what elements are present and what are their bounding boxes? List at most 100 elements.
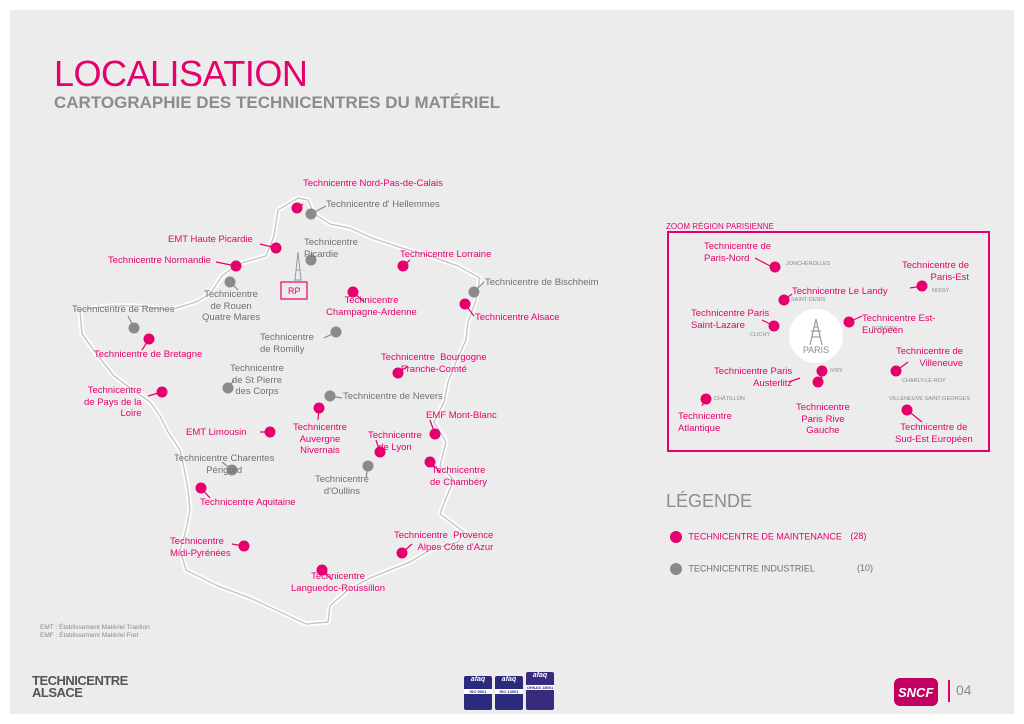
logo-line2: ALSACE <box>32 685 83 700</box>
pin-industrial[interactable] <box>226 464 238 476</box>
pin-maintenance[interactable] <box>291 202 303 214</box>
pin-maintenance[interactable] <box>156 386 168 398</box>
map-label-bretagne: Technicentre de Bretagne <box>94 349 203 360</box>
pin-industrial[interactable] <box>362 460 374 472</box>
legend-industrial-count: (10) <box>857 563 874 574</box>
badge-subtext: ISO 14001 <box>495 689 523 694</box>
pin-industrial[interactable] <box>128 322 140 334</box>
pin-maintenance[interactable] <box>812 376 824 388</box>
rp-label: RP <box>288 286 301 296</box>
sncf-logo: SNCF <box>894 678 938 706</box>
eiffel-tower-icon <box>294 251 302 281</box>
map-label-provence: Technicentre Provence Alpes Côte d'Azur <box>394 530 494 553</box>
map-label-nevers: Technicentre de Nevers <box>343 391 443 402</box>
page-number: 04 <box>956 682 972 698</box>
map-label-normandie: Technicentre Normandie <box>108 255 211 266</box>
rp-box <box>280 281 308 300</box>
zoom-paris-box <box>667 231 990 452</box>
pin-industrial[interactable] <box>330 326 342 338</box>
map-label-nord-pas-de-calais: Technicentre Nord-Pas-de-Calais <box>303 178 443 189</box>
pin-maintenance[interactable] <box>316 564 328 576</box>
pin-maintenance[interactable] <box>700 393 712 405</box>
legend-maintenance-label: TECHNICENTRE DE MAINTENANCE <box>688 531 842 542</box>
place-villeneuve-st-georges: VILLENEUVE SAINT-GEORGES <box>889 396 970 402</box>
afaq-badge-2: afaq ISO 14001 <box>495 676 523 710</box>
industrial-dot-icon <box>670 563 682 575</box>
pin-maintenance[interactable] <box>778 294 790 306</box>
logo-line1: TECHNICENTRE <box>32 673 128 688</box>
zoom-pins <box>700 261 928 416</box>
pin-maintenance[interactable] <box>347 286 359 298</box>
maintenance-dot-icon <box>670 531 682 543</box>
map-label-champagne-ardenne: Technicentre Champagne-Ardenne <box>326 295 417 318</box>
zoom-label-saint-lazare: Technicentre Paris Saint-Lazare <box>691 308 770 331</box>
pin-industrial[interactable] <box>468 286 480 298</box>
pin-maintenance[interactable] <box>143 333 155 345</box>
map-label-chambery: Technicentre de Chambéry <box>430 465 488 488</box>
pin-maintenance[interactable] <box>392 367 404 379</box>
page-title: LOCALISATION <box>54 53 308 94</box>
pin-maintenance[interactable] <box>264 426 276 438</box>
badge-subtext: ISO 9001 <box>464 689 492 694</box>
eiffel-tower-icon <box>809 318 823 346</box>
pin-maintenance[interactable] <box>396 547 408 559</box>
map-label-hellemmes: Technicentre d' Hellemmes <box>326 199 440 210</box>
pin-maintenance[interactable] <box>270 242 282 254</box>
legend-industrial: TECHNICENTRE INDUSTRIEL (10) <box>670 563 873 575</box>
map-label-charentes: Technicentre Charentes Périgord <box>174 453 275 476</box>
pin-maintenance[interactable] <box>890 365 902 377</box>
badge-text: afaq <box>501 676 517 683</box>
pin-industrial[interactable] <box>222 382 234 394</box>
pin-maintenance[interactable] <box>816 365 828 377</box>
place-clichy: CLICHY <box>750 332 771 338</box>
map-label-lorraine: Technicentre Lorraine <box>400 249 492 260</box>
map-label-rennes: Technicentre de Rennes <box>72 304 175 315</box>
pin-industrial[interactable] <box>224 276 236 288</box>
zoom-label-le-landy: Technicentre Le Landy <box>792 286 888 297</box>
zoom-title: ZOOM RÉGION PARISIENNE <box>666 222 774 231</box>
legend-maintenance-count: (28) <box>850 531 867 542</box>
legend-industrial-label: TECHNICENTRE INDUSTRIEL <box>688 563 815 574</box>
technicentre-alsace-logo: TECHNICENTRE ALSACE <box>32 674 142 699</box>
afaq-badge-1: afaq ISO 9001 <box>464 676 492 710</box>
map-label-languedoc: Technicentre Languedoc-Roussillon <box>291 571 386 594</box>
pin-industrial[interactable] <box>324 390 336 402</box>
legend-maintenance: TECHNICENTRE DE MAINTENANCE (28) <box>670 531 866 543</box>
badge-text: afaq <box>470 676 486 683</box>
pin-maintenance[interactable] <box>397 260 409 272</box>
pin-maintenance[interactable] <box>459 298 471 310</box>
slide: LOCALISATION CARTOGRAPHIE DES TECHNICENT… <box>10 10 1014 714</box>
place-joncherolles: JONCHEROLLES <box>786 261 831 267</box>
pin-maintenance[interactable] <box>230 260 242 272</box>
map-label-romilly: Technicentre de Romilly <box>260 332 314 355</box>
pin-maintenance[interactable] <box>238 540 250 552</box>
zoom-label-paris-nord: Technicentre de Paris-Nord <box>704 241 772 264</box>
pin-maintenance[interactable] <box>195 482 207 494</box>
pin-maintenance[interactable] <box>769 261 781 273</box>
map-label-haute-picardie: EMT Haute Picardie <box>168 234 253 245</box>
map-label-oullins: Technicentre d'Oullins <box>315 474 369 497</box>
badge-subtext: OHSAS 18001 <box>526 685 554 690</box>
map-label-bischheim: Technicentre de Bischheim <box>485 277 599 288</box>
pin-maintenance[interactable] <box>313 402 325 414</box>
map-label-mont-blanc: EMF Mont-Blanc <box>426 410 497 421</box>
zoom-label-rive-gauche: Technicentre Paris Rive Gauche <box>796 402 850 436</box>
zoom-label-paris-est: Technicentre de Paris-Est <box>902 260 970 283</box>
pin-maintenance[interactable] <box>374 446 386 458</box>
map-label-lyon: Technicentre de Lyon <box>368 430 422 453</box>
pin-industrial[interactable] <box>305 254 317 266</box>
pin-maintenance[interactable] <box>768 320 780 332</box>
map-label-rouen: Technicentre de Rouen Quatre Mares <box>202 289 261 323</box>
pin-maintenance[interactable] <box>424 456 436 468</box>
pin-maintenance[interactable] <box>901 404 913 416</box>
afaq-badge-3: afaq OHSAS 18001 <box>526 672 554 710</box>
pin-maintenance[interactable] <box>429 428 441 440</box>
map-label-alsace: Technicentre Alsace <box>475 312 560 323</box>
pin-maintenance[interactable] <box>916 280 928 292</box>
pin-maintenance[interactable] <box>843 316 855 328</box>
map-label-aquitaine: Technicentre Aquitaine <box>200 497 296 508</box>
map-pins <box>128 202 480 576</box>
place-saint-denis: SAINT-DENIS <box>791 297 826 303</box>
pin-industrial[interactable] <box>305 208 317 220</box>
zoom-label-atlantique: Technicentre Atlantique <box>678 411 732 434</box>
